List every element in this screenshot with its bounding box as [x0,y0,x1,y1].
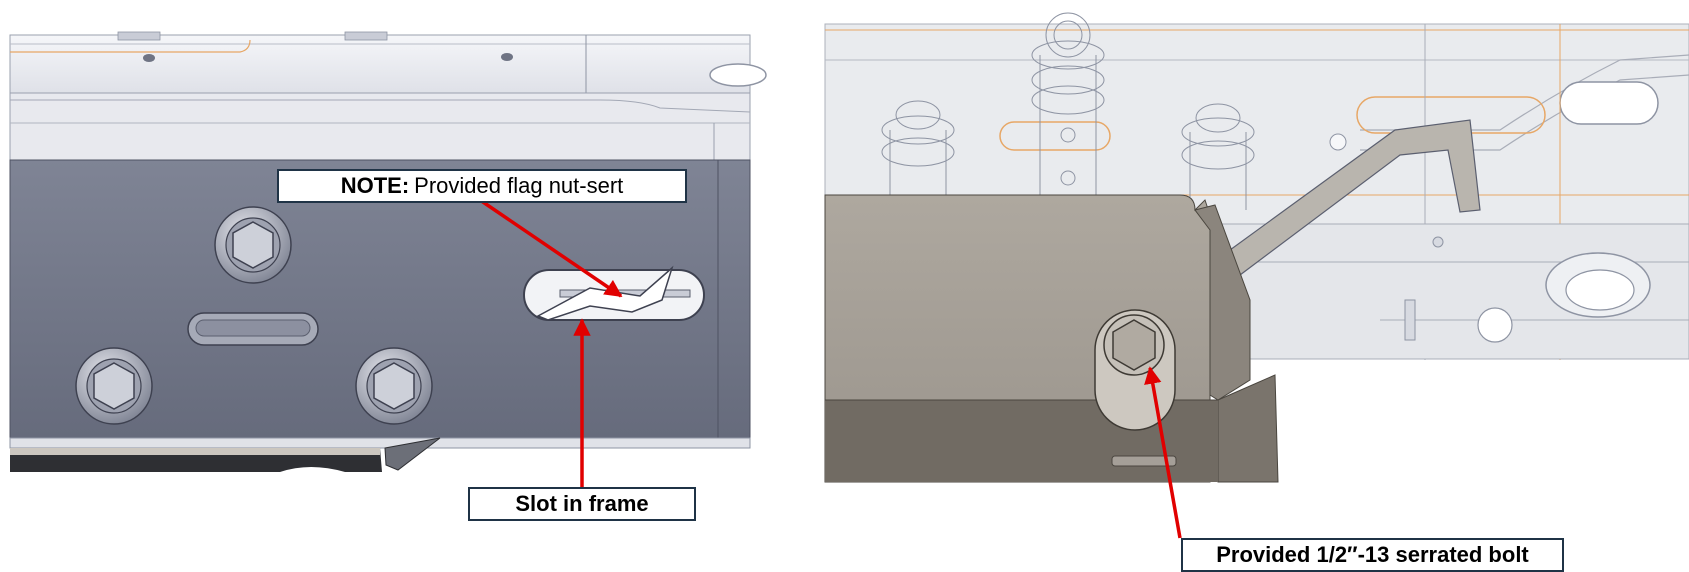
hex-nut-top [214,206,292,284]
bolt-label: Provided 1/2″-13 serrated bolt [1216,542,1529,567]
note-label-text: Provided flag nut-sert [414,173,624,198]
bolt-arrow [1144,366,1182,539]
bolt-callout: Provided 1/2″-13 serrated bolt [1181,538,1564,572]
serrated-bolt [1094,309,1176,431]
note-arrow [479,198,623,298]
right-assembly-view [824,12,1689,539]
left-frame-view [9,31,767,488]
frame-slot [523,265,705,321]
hex-nut-bottom-right [355,347,433,425]
slot-label: Slot in frame [515,491,649,516]
ghost-bolt-right [1181,103,1255,210]
note-callout: NOTE: Provided flag nut-sert [277,169,687,203]
diagonal-brace [1229,119,1481,276]
ghost-bolt-top [1031,12,1105,210]
note-label-prefix: NOTE: [340,173,410,198]
hex-nut-bottom-left [75,347,153,425]
slot-callout: Slot in frame [468,487,696,521]
